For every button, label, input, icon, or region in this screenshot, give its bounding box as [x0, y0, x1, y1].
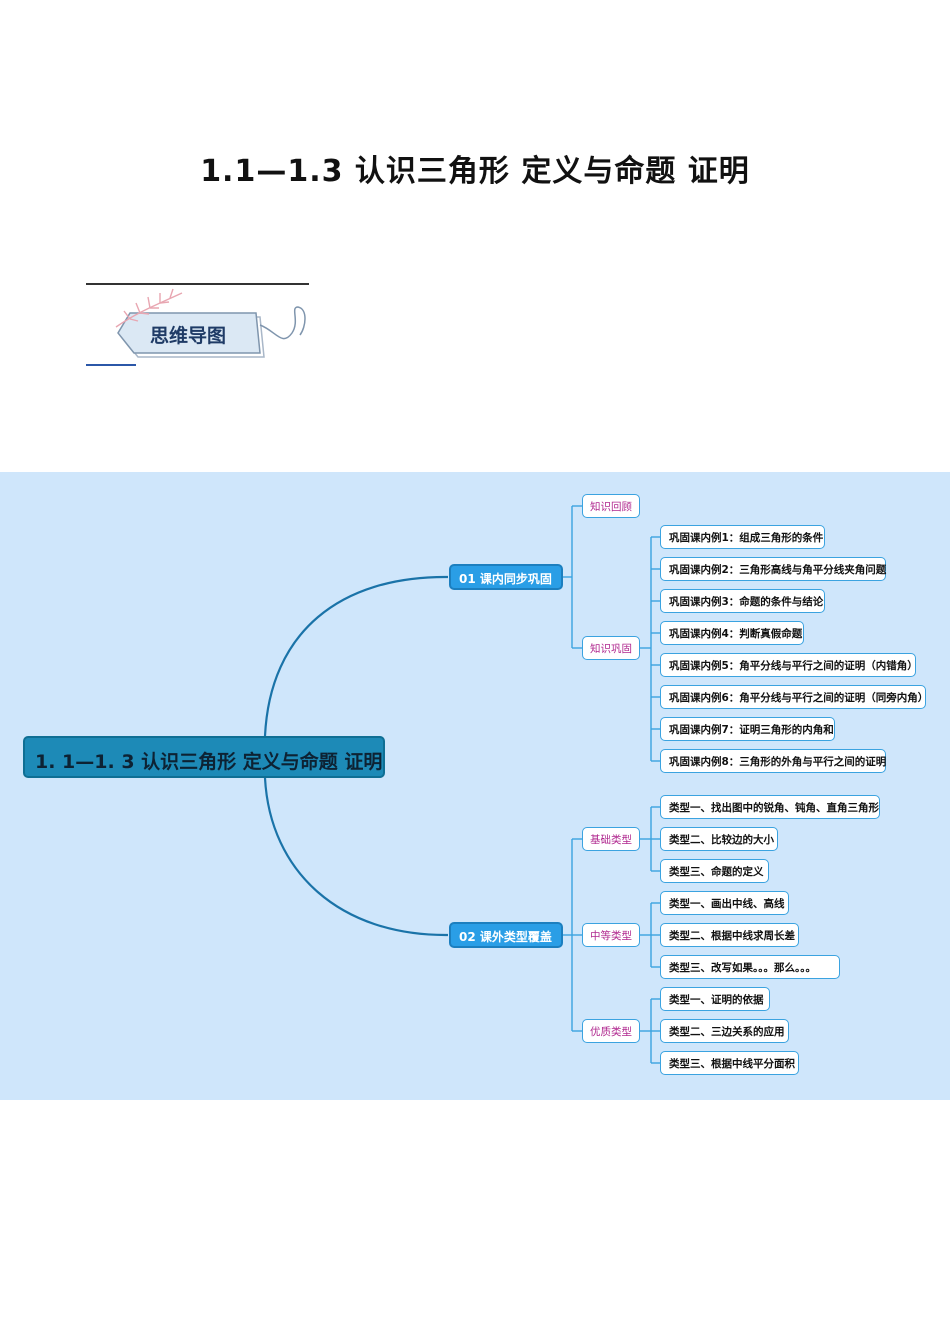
- badge-label: 思维导图: [150, 325, 227, 347]
- leaf-node: 类型一、找出图中的锐角、钝角、直角三角形: [660, 795, 880, 819]
- badge-decoration-icon: [115, 288, 306, 358]
- mind-map-connectors: [263, 505, 660, 1064]
- group-node-advanced: 优质类型: [582, 1019, 640, 1043]
- mind-map-badge: 思维导图: [86, 283, 310, 369]
- leaf-node: 类型二、根据中线求周长差: [660, 923, 799, 947]
- badge-top-rule: [86, 283, 309, 285]
- leaf-node: 类型一、画出中线、高线: [660, 891, 789, 915]
- leaf-node: 类型二、比较边的大小: [660, 827, 778, 851]
- branch-node-extra-types: 02 课外类型覆盖: [449, 922, 563, 948]
- leaf-node: 巩固课内例1：组成三角形的条件: [660, 525, 825, 549]
- leaf-node: 类型二、三边关系的应用: [660, 1019, 789, 1043]
- leaf-node: 类型三、改写如果。。。那么。。。: [660, 955, 840, 979]
- leaf-node: 类型三、命题的定义: [660, 859, 769, 883]
- group-node-consolidate: 知识巩固: [582, 636, 640, 660]
- leaf-node: 巩固课内例6：角平分线与平行之间的证明（同旁内角）: [660, 685, 928, 709]
- group-node-basic: 基础类型: [582, 827, 640, 851]
- mind-map: 1. 1—1. 3 认识三角形 定义与命题 证明 01 课内同步巩固 02 课外…: [0, 472, 950, 1100]
- leaf-node: 类型三、根据中线平分面积: [660, 1051, 799, 1075]
- group-node-medium: 中等类型: [582, 923, 640, 947]
- group-node-review: 知识回顾: [582, 494, 640, 518]
- badge-bottom-rule: [86, 364, 136, 366]
- leaf-node: 巩固课内例7：证明三角形的内角和: [660, 717, 835, 741]
- leaf-node: 巩固课内例4：判断真假命题: [660, 621, 804, 645]
- mind-map-root-node: 1. 1—1. 3 认识三角形 定义与命题 证明: [23, 736, 385, 778]
- leaf-node: 巩固课内例2：三角形高线与角平分线夹角问题: [660, 557, 886, 581]
- leaf-node: 巩固课内例5：角平分线与平行之间的证明（内错角）: [660, 653, 918, 677]
- leaf-node: 巩固课内例3：命题的条件与结论: [660, 589, 825, 613]
- page-title: 1.1—1.3 认识三角形 定义与命题 证明: [200, 154, 750, 189]
- leaf-node: 类型一、证明的依据: [660, 987, 770, 1011]
- branch-node-in-class: 01 课内同步巩固: [449, 564, 563, 590]
- leaf-node: 巩固课内例8：三角形的外角与平行之间的证明: [660, 749, 886, 773]
